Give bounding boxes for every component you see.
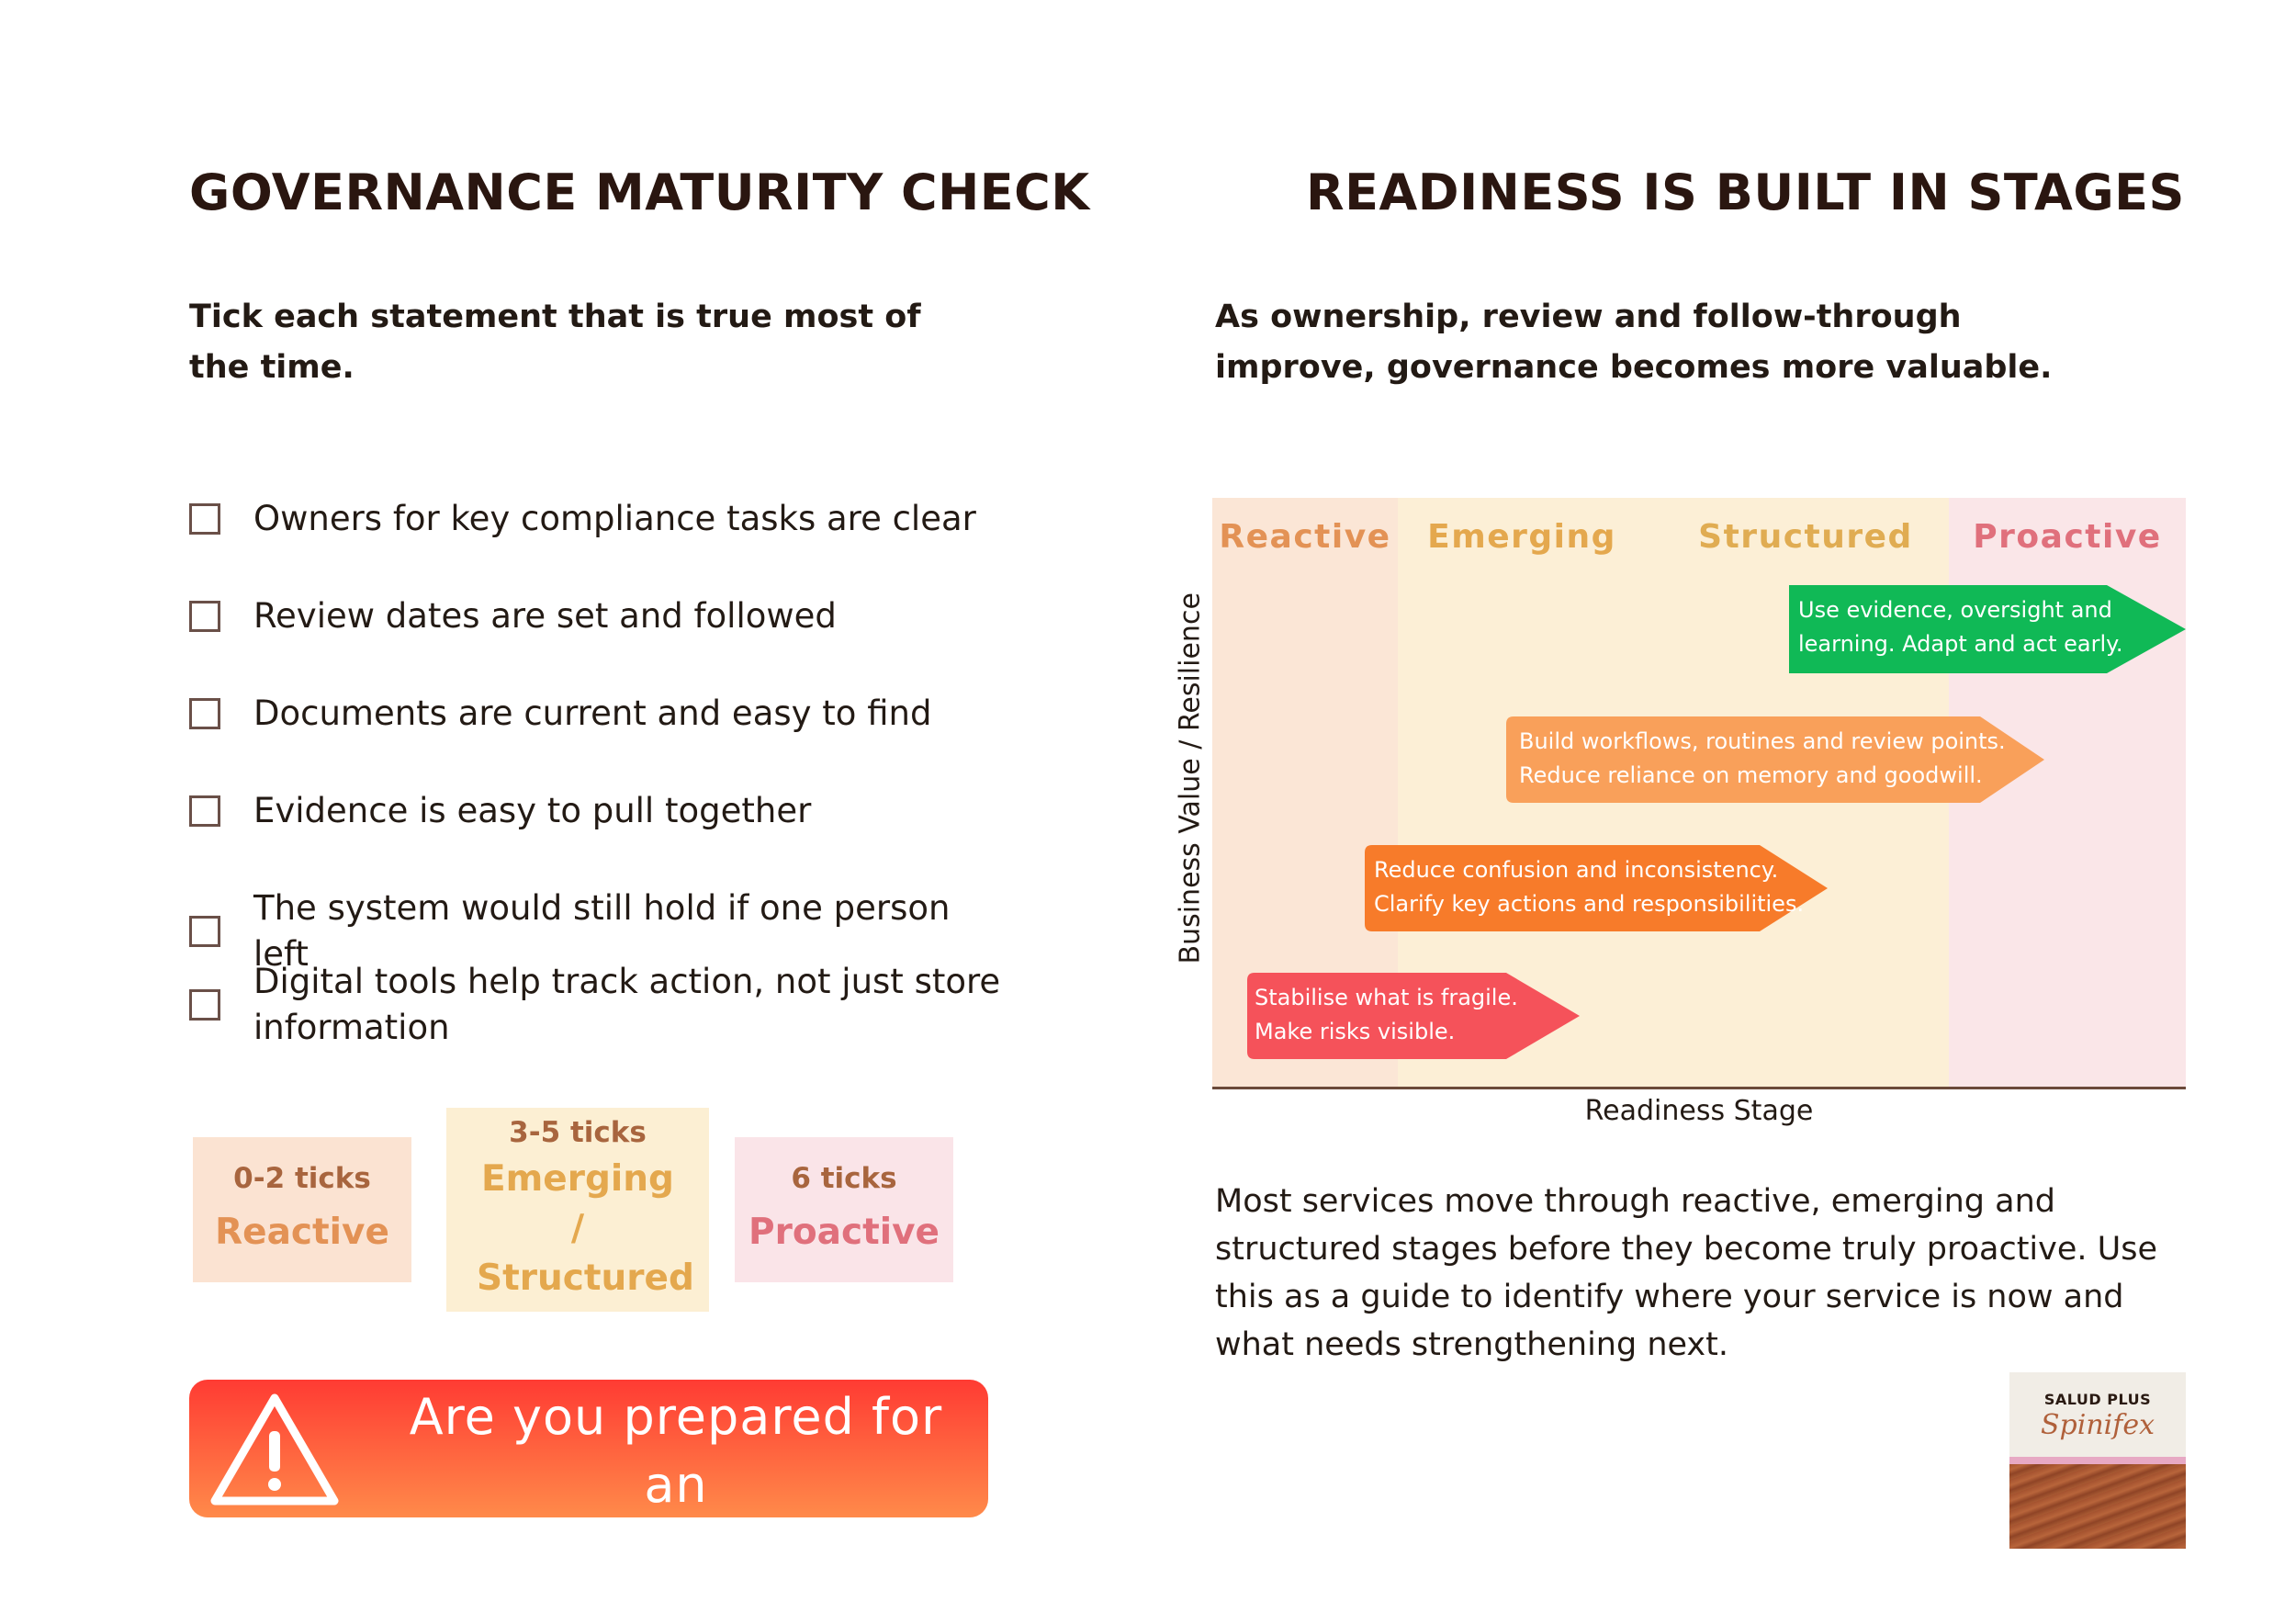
left-title: GOVERNANCE MATURITY CHECK (189, 164, 1090, 221)
x-axis-line (1212, 1087, 2186, 1089)
y-axis-label: Business Value / Resilience (1174, 592, 1207, 964)
score-level: Emerging / Structured (477, 1158, 694, 1299)
stage-label-emerging: Emerging (1427, 518, 1616, 556)
logo-brand: SALUD PLUS (2043, 1391, 2152, 1408)
checklist-item[interactable]: Owners for key compliance tasks are clea… (189, 496, 1007, 542)
score-level: Proactive (748, 1212, 940, 1253)
checklist-item-label: Evidence is easy to pull together (253, 791, 812, 830)
score-ticks: 6 ticks (791, 1162, 897, 1195)
checkbox[interactable] (189, 601, 220, 632)
checklist-item[interactable]: Review dates are set and followed (189, 593, 1007, 639)
readiness-description: Most services move through reactive, eme… (1215, 1183, 2158, 1363)
checkbox[interactable] (189, 503, 220, 535)
checklist-item-label: Digital tools help track action, not jus… (253, 962, 1001, 1047)
logo-name: Spinifex (2040, 1409, 2155, 1441)
stage-arrow-structured-text: Build workflows, routines and review poi… (1519, 725, 2006, 793)
stage-label-reactive: Reactive (1219, 518, 1391, 556)
banner-line-2-rest: event? (714, 1524, 905, 1582)
arrow-line-2: Make risks visible. (1255, 1019, 1456, 1044)
score-box-proactive: 6 ticks Proactive (735, 1137, 953, 1282)
logo-stripe (2009, 1457, 2186, 1464)
score-ticks: 3-5 ticks (509, 1116, 647, 1149)
arrow-line-2: Clarify key actions and responsibilities… (1374, 891, 1805, 917)
checklist-item[interactable]: Evidence is easy to pull together (189, 788, 1007, 834)
checklist-item-label: Owners for key compliance tasks are clea… (253, 499, 976, 538)
checklist-item[interactable]: Documents are current and easy to find (189, 691, 1007, 737)
checkbox[interactable] (189, 698, 220, 729)
right-lead: As ownership, review and follow-through … (1215, 299, 2053, 386)
banner-text: Are you prepared for an ADVERSE event? (373, 1383, 979, 1587)
warning-icon (210, 1393, 339, 1506)
arrow-line-1: Build workflows, routines and review poi… (1519, 728, 2006, 754)
banner-line-1: Are you prepared for an (409, 1388, 943, 1514)
score-ticks: 0-2 ticks (233, 1162, 371, 1195)
score-level: Reactive (215, 1212, 389, 1253)
banner-line-2: ADVERSE event? (373, 1519, 979, 1587)
checklist-item-label: Review dates are set and followed (253, 596, 837, 636)
checklist-item-label: Documents are current and easy to find (253, 694, 932, 733)
stage-arrow-proactive (1789, 585, 2186, 673)
left-instruction: Tick each statement that is true most of… (189, 299, 921, 386)
arrow-line-1: Stabilise what is fragile. (1255, 985, 1518, 1010)
checkbox[interactable] (189, 916, 220, 947)
adverse-event-banner[interactable]: Are you prepared for an ADVERSE event? (189, 1380, 988, 1582)
stage-arrow-reactive (1247, 973, 1580, 1059)
right-title: READINESS IS BUILT IN STAGES (1306, 164, 2185, 221)
stage-arrow-proactive-text: Use evidence, oversight and learning. Ad… (1798, 593, 2123, 661)
checklist-item[interactable]: The system would still hold if one perso… (189, 885, 1007, 977)
spinifex-logo: SALUD PLUS Spinifex (2009, 1372, 2186, 1549)
logo-sand-image (2009, 1464, 2186, 1549)
x-axis-label: Readiness Stage (1584, 1095, 1814, 1127)
arrow-line-1: Use evidence, oversight and (1798, 597, 2112, 623)
logo-header (2009, 1372, 2186, 1457)
stage-arrow-emerging-text: Reduce confusion and inconsistency. Clar… (1374, 853, 1804, 921)
arrow-line-2: Reduce reliance on memory and goodwill. (1519, 762, 1983, 788)
stage-arrow-emerging (1365, 845, 1828, 931)
stage-label-proactive: Proactive (1973, 518, 2162, 556)
checkbox[interactable] (189, 795, 220, 827)
stage-label-structured: Structured (1698, 518, 1913, 556)
checkbox[interactable] (189, 989, 220, 1021)
stage-arrow-reactive-text: Stabilise what is fragile. Make risks vi… (1255, 981, 1518, 1049)
arrow-line-1: Reduce confusion and inconsistency. (1374, 857, 1779, 883)
checklist-item-label: The system would still hold if one perso… (253, 888, 951, 974)
banner-emphasis: ADVERSE (447, 1524, 715, 1582)
checklist-item[interactable]: Digital tools help track action, not jus… (189, 959, 1007, 1051)
score-box-reactive: 0-2 ticks Reactive (193, 1137, 411, 1282)
stage-arrow-structured (1506, 716, 2044, 803)
score-box-emerging-structured: 3-5 ticks Emerging / Structured (446, 1108, 709, 1312)
arrow-line-2: learning. Adapt and act early. (1798, 631, 2123, 657)
